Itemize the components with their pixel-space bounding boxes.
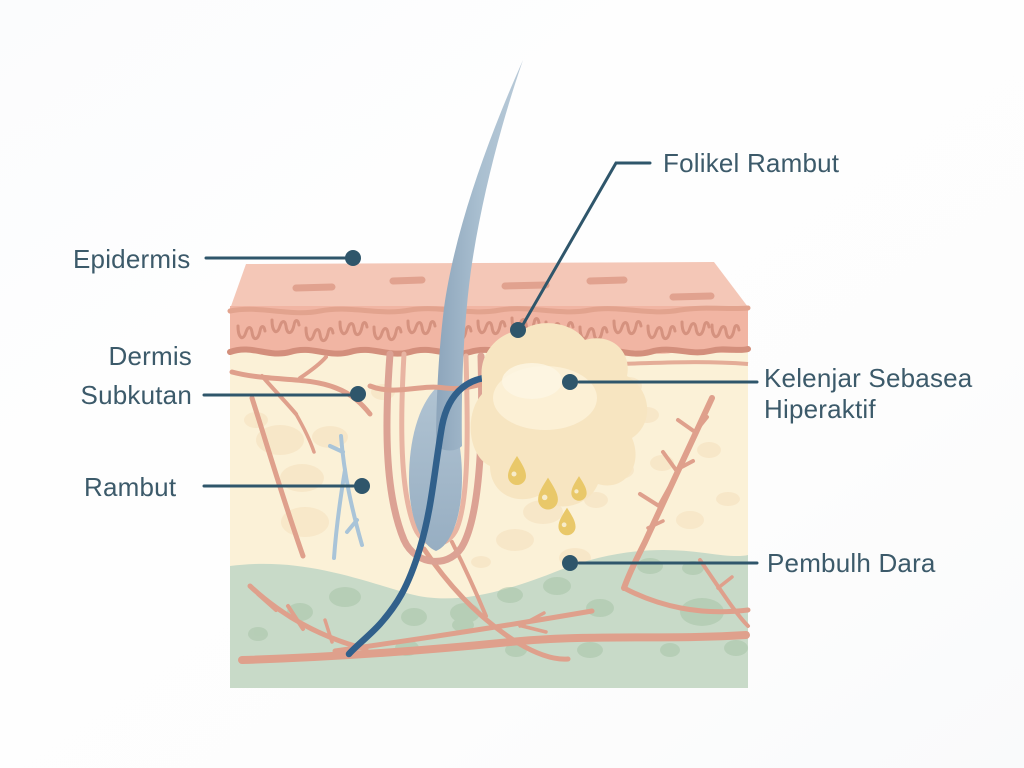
- sebum-drops: [508, 456, 587, 536]
- label-dermis-subkutan: Dermis Subkutan: [50, 337, 192, 415]
- blood-vessels: [229, 355, 751, 664]
- label-dermis-line2: Subkutan: [80, 380, 192, 410]
- skin-block: [227, 60, 751, 688]
- leader-pembuluh-darah: [562, 555, 759, 571]
- leader-folikel-rambut: [510, 161, 652, 338]
- label-pembuluh-darah: Pembulh Dara: [767, 548, 936, 578]
- leader-lines: [202, 161, 759, 571]
- epidermis-fold-line: [227, 305, 751, 316]
- label-kelenjar-line1: Kelenjar Sebasea: [764, 363, 973, 393]
- capillary-branch: [328, 434, 364, 560]
- nerve-line: [345, 373, 512, 658]
- leader-rambut: [202, 478, 370, 494]
- label-rambut: Rambut: [84, 472, 177, 502]
- label-dermis-line1: Dermis: [108, 341, 192, 371]
- hair-shaft: [436, 60, 523, 451]
- leader-dermis-subkutan: [202, 386, 366, 402]
- label-kelenjar-line2: Hiperaktif: [764, 394, 876, 424]
- leader-kelenjar-sebasea: [562, 374, 759, 390]
- epidermis-top-face: [230, 262, 748, 309]
- sebaceous-gland: [470, 323, 648, 507]
- skin-surface-marks: [292, 276, 715, 301]
- label-epidermis: Epidermis: [73, 244, 191, 274]
- label-folikel-rambut: Folikel Rambut: [663, 148, 840, 178]
- leader-epidermis: [204, 250, 361, 266]
- label-kelenjar-sebasea: Kelenjar Sebasea Hiperaktif: [764, 363, 972, 425]
